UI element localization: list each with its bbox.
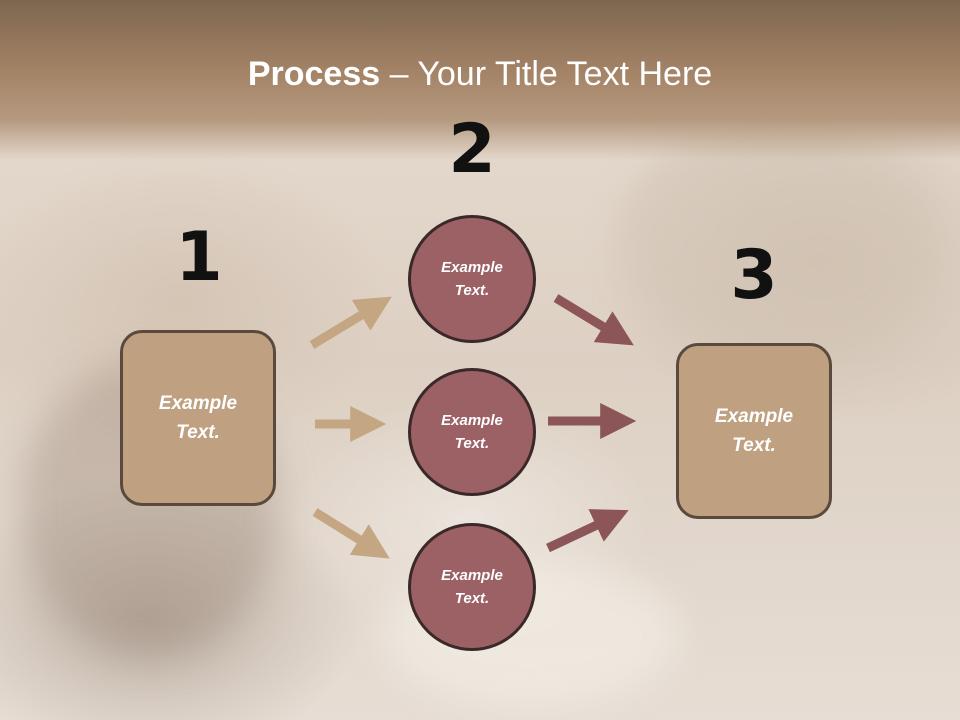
left-box-text: Example Text. xyxy=(158,393,238,443)
circle-bottom-text: Example Text. xyxy=(441,567,503,607)
right-box-text: Example Text. xyxy=(714,406,794,456)
circle-top: Example Text. xyxy=(408,215,536,343)
arrow-bottom-to-right xyxy=(546,509,629,553)
arrow-top-to-right xyxy=(553,294,634,346)
title-rest: – Your Title Text Here xyxy=(380,55,713,93)
slide-title: Process – Your Title Text Here xyxy=(0,52,960,96)
step-number-1: 1 xyxy=(175,218,223,297)
right-process-box: Example Text. xyxy=(676,343,832,519)
background-shade xyxy=(620,120,940,360)
arrow-left-to-top xyxy=(309,296,392,349)
circle-middle: Example Text. xyxy=(408,368,536,496)
header-band xyxy=(0,0,960,160)
step-number-3: 3 xyxy=(730,236,778,315)
title-bold: Process xyxy=(247,55,381,93)
circle-middle-text: Example Text. xyxy=(441,412,503,452)
step-number-2: 2 xyxy=(448,110,496,189)
circle-top-text: Example Text. xyxy=(441,259,503,299)
arrow-left-to-bottom xyxy=(312,508,390,559)
left-process-box: Example Text. xyxy=(120,330,276,506)
circle-bottom: Example Text. xyxy=(408,523,536,651)
